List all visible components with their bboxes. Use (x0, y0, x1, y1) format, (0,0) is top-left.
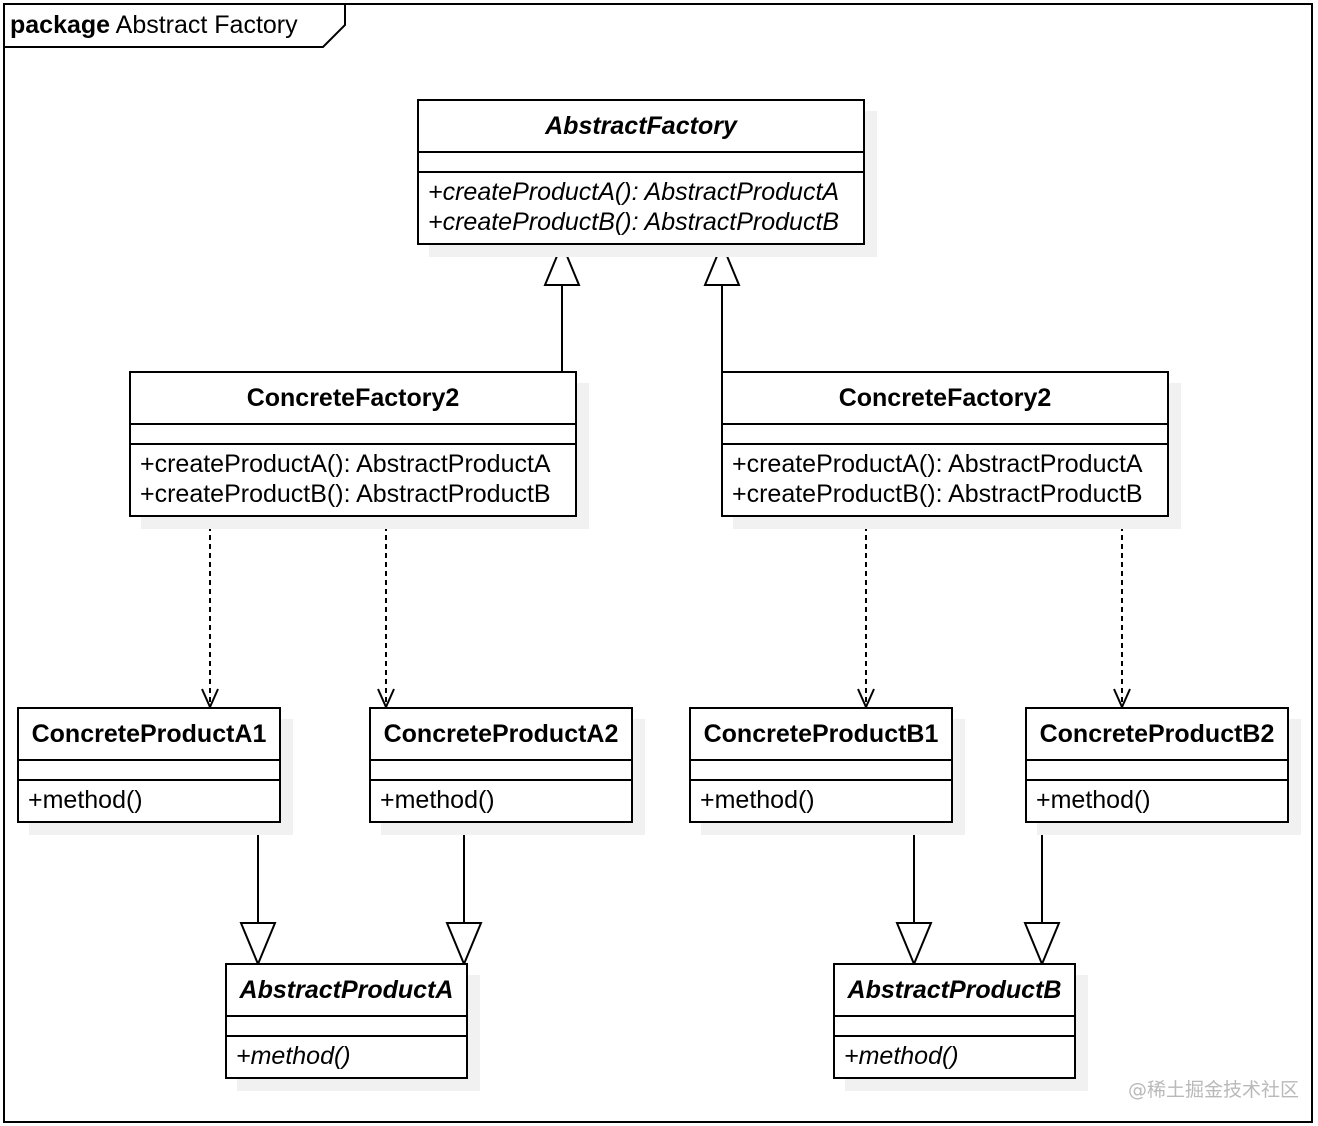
operation: +method() (380, 786, 495, 814)
watermark: @稀土掘金技术社区 (1128, 1079, 1300, 1101)
operations-compartment: +method() (227, 1037, 466, 1071)
generalization-left-factory (543, 241, 581, 372)
attributes-compartment (1027, 761, 1287, 781)
class-concrete-product-b1: ConcreteProductB1 +method() (689, 707, 953, 823)
class-name: ConcreteProductB2 (1027, 709, 1287, 761)
class-concrete-product-a2: ConcreteProductA2 +method() (369, 707, 633, 823)
class-name: ConcreteFactory2 (723, 373, 1167, 425)
dependency-left-factory-to-a2 (377, 517, 395, 710)
attributes-compartment (419, 153, 863, 173)
attributes-compartment (835, 1017, 1074, 1037)
operations-compartment: +method() (691, 781, 951, 815)
class-name: AbstractProductB (835, 965, 1074, 1017)
package-name: Abstract Factory (115, 11, 298, 39)
dependency-right-factory-to-b2 (1113, 517, 1131, 710)
operation: +createProductB(): AbstractProductB (140, 480, 551, 508)
operation: +method() (236, 1042, 351, 1070)
operation: +method() (700, 786, 815, 814)
operation: +createProductA(): AbstractProductA (140, 450, 551, 478)
package-frame (3, 3, 1313, 1123)
class-concrete-product-b2: ConcreteProductB2 +method() (1025, 707, 1289, 823)
operation: +createProductA(): AbstractProductA (428, 178, 840, 206)
dependency-left-factory-to-a1 (201, 517, 219, 710)
class-concrete-factory-left: ConcreteFactory2 +createProductA(): Abst… (129, 371, 577, 517)
operations-compartment: +method() (371, 781, 631, 815)
class-abstract-product-a: AbstractProductA +method() (225, 963, 468, 1079)
operation: +method() (28, 786, 143, 814)
attributes-compartment (371, 761, 631, 781)
operations-compartment: +method() (1027, 781, 1287, 815)
class-concrete-product-a1: ConcreteProductA1 +method() (17, 707, 281, 823)
dependency-right-factory-to-b1 (857, 517, 875, 710)
operation: +createProductB(): AbstractProductB (732, 480, 1143, 508)
generalization-right-factory (703, 241, 741, 372)
class-concrete-factory-right: ConcreteFactory2 +createProductA(): Abst… (721, 371, 1169, 517)
operations-compartment: +createProductA(): AbstractProductA +cre… (131, 445, 575, 509)
operation: +method() (1036, 786, 1151, 814)
class-abstract-factory: AbstractFactory +createProductA(): Abstr… (417, 99, 865, 245)
class-abstract-product-b: AbstractProductB +method() (833, 963, 1076, 1079)
operations-compartment: +createProductA(): AbstractProductA +cre… (723, 445, 1167, 509)
class-name: AbstractProductA (227, 965, 466, 1017)
operations-compartment: +method() (19, 781, 279, 815)
class-name: ConcreteProductB1 (691, 709, 951, 761)
attributes-compartment (19, 761, 279, 781)
package-label: package Abstract Factory (10, 10, 298, 40)
generalization-b2-to-abstract-b (1023, 822, 1061, 967)
class-name: AbstractFactory (419, 101, 863, 153)
operation: +method() (844, 1042, 959, 1070)
class-name: ConcreteProductA1 (19, 709, 279, 761)
class-name: ConcreteProductA2 (371, 709, 631, 761)
class-name: ConcreteFactory2 (131, 373, 575, 425)
package-tab (3, 3, 346, 48)
operation: +createProductA(): AbstractProductA (732, 450, 1143, 478)
generalization-a1-to-abstract-a (239, 822, 277, 967)
generalization-b1-to-abstract-b (895, 822, 933, 967)
operations-compartment: +createProductA(): AbstractProductA +cre… (419, 173, 863, 237)
attributes-compartment (723, 425, 1167, 445)
operation: +createProductB(): AbstractProductB (428, 208, 840, 236)
attributes-compartment (227, 1017, 466, 1037)
attributes-compartment (131, 425, 575, 445)
package-keyword: package (10, 11, 111, 39)
operations-compartment: +method() (835, 1037, 1074, 1071)
generalization-a2-to-abstract-a (445, 822, 483, 967)
attributes-compartment (691, 761, 951, 781)
